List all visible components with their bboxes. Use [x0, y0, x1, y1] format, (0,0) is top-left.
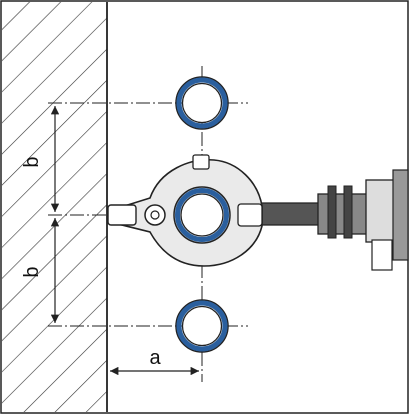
dimension-a: a [110, 347, 199, 376]
dimension-b-upper: b [21, 106, 60, 212]
pipe-bottom [175, 299, 229, 353]
dimension-a-label: a [149, 347, 161, 369]
clamp-arm [257, 169, 409, 271]
pipe-middle-clamped [173, 186, 231, 244]
dimension-b-lower: b [21, 218, 60, 323]
pipe-top [175, 76, 229, 130]
dimension-b-lower-label: b [21, 266, 43, 277]
dimension-b-upper-label: b [21, 156, 43, 167]
